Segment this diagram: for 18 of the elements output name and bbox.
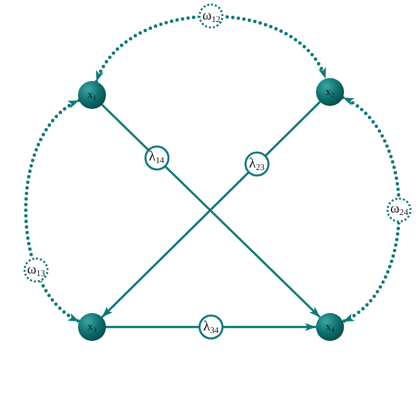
sphere-node xyxy=(78,313,106,341)
dotted-double-headed-arrow xyxy=(341,96,401,324)
sphere-node xyxy=(316,78,344,106)
sphere-node xyxy=(78,81,106,109)
sphere-node xyxy=(316,313,344,341)
edge-label: ω$_{13}$ xyxy=(24,258,49,283)
edge-label: λ$_{23}$ xyxy=(244,152,270,177)
edge-label: ω$_{24}$ xyxy=(386,197,412,222)
node-label: x$_{1}$ xyxy=(88,90,96,100)
arrow xyxy=(106,323,316,331)
node-label: x$_{2}$ xyxy=(326,86,334,98)
node-label: x$_{3}$ xyxy=(88,322,96,332)
edge-label: λ$_{34}$ xyxy=(198,314,224,340)
dotted-double-headed-arrow xyxy=(94,14,328,84)
edge-label: ω$_{12}$ xyxy=(198,4,224,29)
dotted-double-headed-arrow xyxy=(24,98,81,324)
node-label: x$_{4}$ xyxy=(326,322,334,332)
edge-label: λ$_{14}$ xyxy=(144,145,169,170)
